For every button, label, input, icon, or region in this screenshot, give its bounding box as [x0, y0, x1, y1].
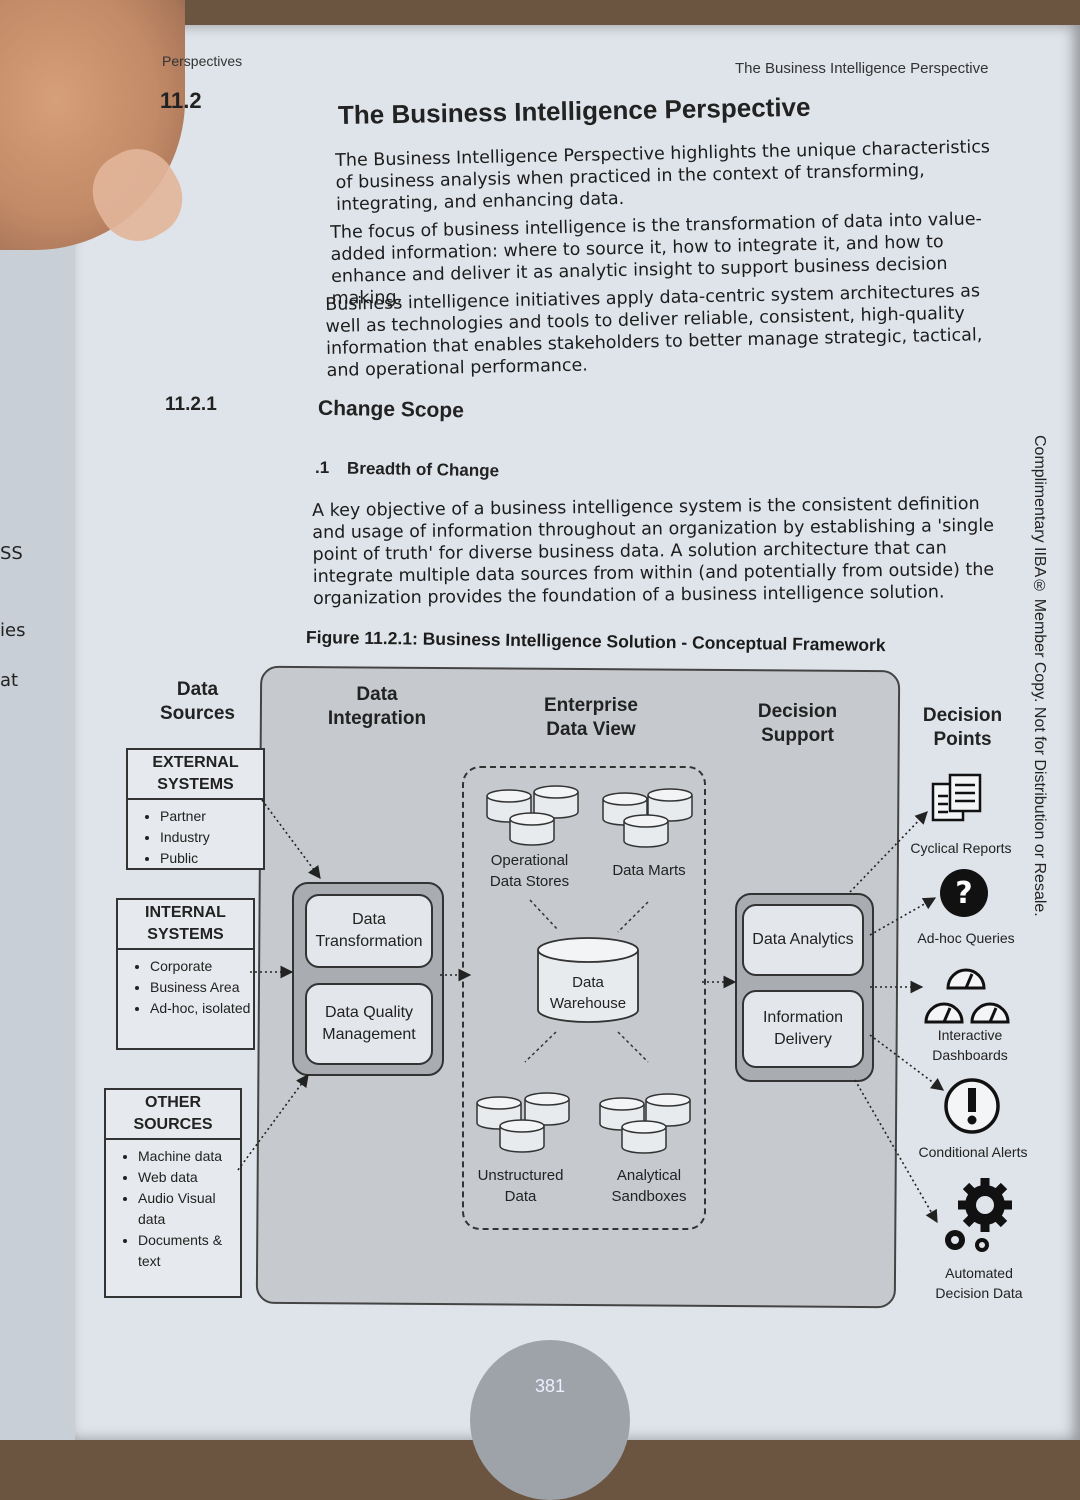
- unstructured-data-label: Unstructured Data: [477, 1167, 564, 1205]
- decision-support-step: Data Analytics: [742, 904, 864, 976]
- alert-icon: [944, 1078, 1000, 1134]
- source-box-internal: INTERNAL SYSTEMS Corporate Business Area…: [116, 898, 255, 1050]
- question-icon: ?: [940, 869, 988, 917]
- source-item: Audio Visual data: [138, 1188, 240, 1230]
- decision-point-label: Interactive Dashboards: [932, 1027, 1008, 1063]
- column-heading: Decision Points: [922, 705, 1003, 750]
- database-icon: [602, 788, 693, 848]
- column-heading: Data Integration: [327, 684, 427, 729]
- left-page-fragment: ies: [0, 620, 26, 641]
- copyright-side-note: Complimentary IIBA® Member Copy. Not for…: [1031, 435, 1048, 917]
- source-box-title: INTERNAL SYSTEMS: [118, 900, 253, 950]
- reports-icon: [931, 773, 982, 822]
- section-number: 11.2: [160, 88, 202, 113]
- source-item: Machine data: [138, 1146, 240, 1167]
- decision-point-label: Automated Decision Data: [935, 1265, 1023, 1301]
- source-box-title: EXTERNAL SYSTEMS: [128, 750, 263, 800]
- source-item: Industry: [160, 827, 263, 848]
- thumb: [0, 0, 197, 256]
- subsubsection-number: .1: [315, 458, 330, 477]
- column-heading: Decision Support: [757, 701, 838, 746]
- subsection-number: 11.2.1: [165, 394, 217, 415]
- decision-point-label: Ad-hoc Queries: [917, 930, 1015, 946]
- gear-icon: [945, 1178, 1012, 1252]
- decision-point-label: Conditional Alerts: [918, 1144, 1028, 1160]
- running-header-right: The Business Intelligence Perspective: [735, 60, 989, 77]
- column-heading: Data Sources: [160, 679, 235, 724]
- analytical-sandboxes-label: Analytical Sandboxes: [611, 1167, 687, 1205]
- data-warehouse-label: Data Warehouse: [549, 974, 627, 1012]
- integration-step: Data Transformation: [305, 894, 433, 968]
- data-warehouse-icon: [537, 937, 639, 1023]
- database-icon: [599, 1093, 691, 1154]
- source-box-other: OTHER SOURCES Machine data Web data Audi…: [104, 1088, 242, 1298]
- data-marts-label: Data Marts: [612, 862, 686, 879]
- source-item: Ad-hoc, isolated: [150, 998, 253, 1019]
- decision-point-label: Cyclical Reports: [910, 840, 1012, 856]
- database-icon: [476, 1092, 570, 1153]
- source-item: Public: [160, 848, 263, 869]
- svg-text:?: ?: [955, 876, 972, 911]
- enterprise-data-view: [462, 766, 706, 1230]
- page-number: 381: [534, 1376, 566, 1396]
- diagram-shapes: ?: [237, 773, 1012, 1252]
- source-box-external: EXTERNAL SYSTEMS Partner Industry Public: [126, 748, 265, 870]
- decision-support-step: Information Delivery: [742, 990, 864, 1068]
- column-heading: Enterprise Data View: [544, 695, 638, 740]
- running-header-left: Perspectives: [162, 53, 243, 69]
- left-page-fragment: SS: [0, 543, 23, 564]
- source-item: Web data: [138, 1167, 240, 1188]
- source-box-title: OTHER SOURCES: [106, 1090, 240, 1140]
- integration-step: Data Quality Management: [305, 983, 433, 1065]
- left-page-fragment: at: [0, 670, 19, 691]
- gauge-icon: [924, 968, 1010, 1024]
- source-item: Corporate: [150, 956, 253, 977]
- operational-data-stores-label: Operational Data Stores: [489, 852, 570, 890]
- source-item: Partner: [160, 806, 263, 827]
- database-icon: [486, 785, 579, 846]
- source-item: Business Area: [150, 977, 253, 998]
- page-number-badge: 381: [470, 1340, 630, 1500]
- source-item: Documents & text: [138, 1230, 240, 1272]
